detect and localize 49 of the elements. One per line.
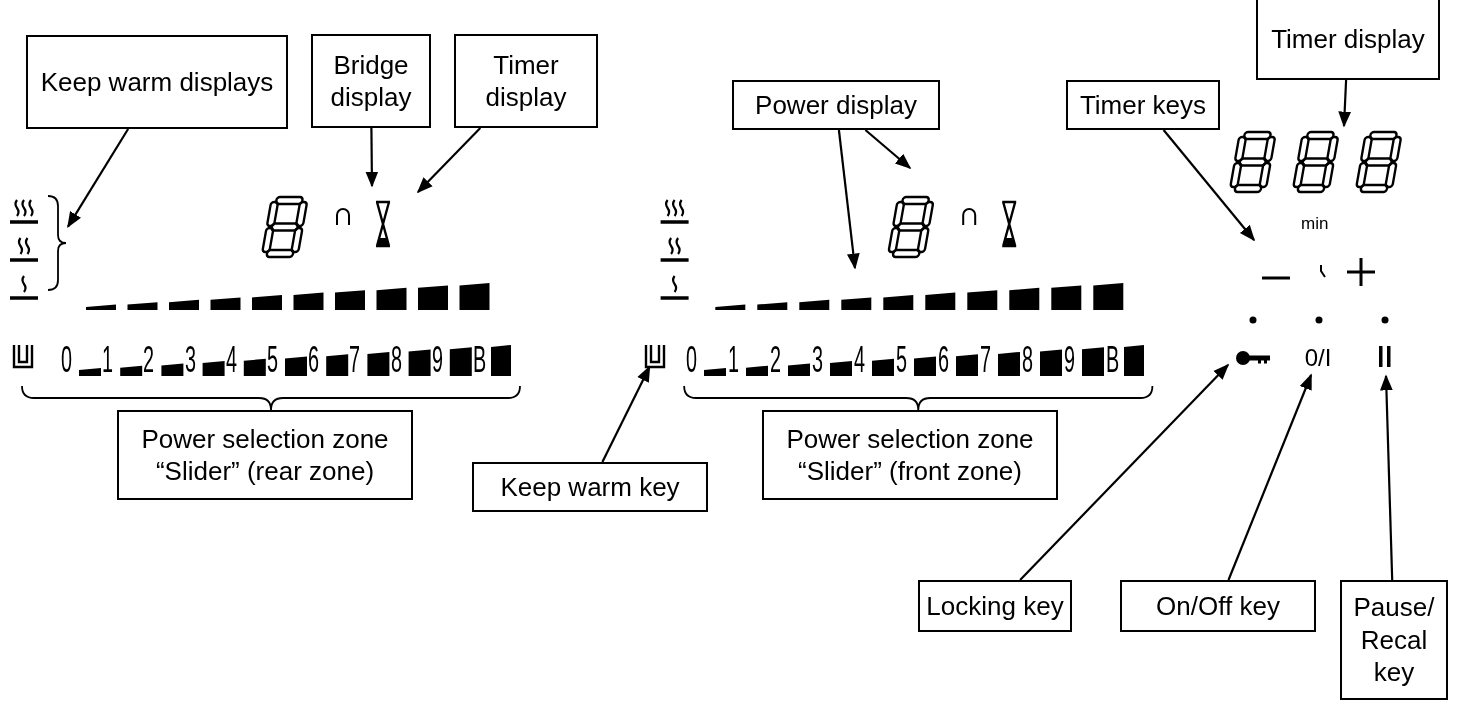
callout-box: Bridge display [311,34,431,128]
callout-box: Keep warm key [472,462,708,512]
callout-box: Power selection zone “Slider” (front zone) [762,410,1058,500]
scale-number: 0 [61,342,72,378]
u-symbol-icon [644,343,666,369]
leader-line [1019,363,1230,581]
scale-number: 9 [1064,342,1075,378]
scale-number: 4 [854,342,865,378]
scale-number: B [473,342,487,378]
scale-number: 6 [938,342,949,378]
scale-number: 8 [390,342,402,378]
callout-box: Timer display [454,34,598,128]
scale-number: 4 [225,342,237,378]
scale-number: 9 [431,342,443,378]
scale-number: 1 [728,342,739,378]
scale-number: 7 [349,342,361,378]
leader-line [1162,129,1255,242]
scale-number: 7 [980,342,991,378]
scale-number: 2 [770,342,781,378]
scale-number: B [1106,342,1120,378]
leader-line [67,128,130,229]
scale-number: 1 [102,342,114,378]
callout-box: Locking key [918,580,1072,632]
leader-line [1338,79,1352,128]
scale-number: 8 [1022,342,1033,378]
leader-line [365,128,379,188]
callout-box: Timer display [1256,0,1440,80]
callout-box: Keep warm displays [26,35,288,129]
key-label: 0/I [1290,341,1346,375]
scale-number: 3 [812,342,823,378]
callout-box: On/Off key [1120,580,1316,632]
scale-number: 6 [308,342,320,378]
callout-box: Timer keys [1066,80,1220,130]
callout-box: Power display [732,80,940,130]
scale-number: 5 [896,342,907,378]
leader-line [837,129,860,270]
leader-line [601,365,651,463]
leader-line [416,127,482,194]
leader-line [1380,374,1394,581]
scale-number: 3 [184,342,196,378]
leader-line [864,129,912,170]
callout-box: Pause/ Recal key [1340,580,1448,700]
curly-brace [47,195,67,291]
callout-box: Power selection zone “Slider” (rear zone) [117,410,413,500]
scale-number: 5 [267,342,278,378]
unit-label: min [1301,215,1329,232]
scale-number: 0 [686,342,697,378]
leader-line [1227,373,1313,581]
scale-number: 2 [143,342,155,378]
